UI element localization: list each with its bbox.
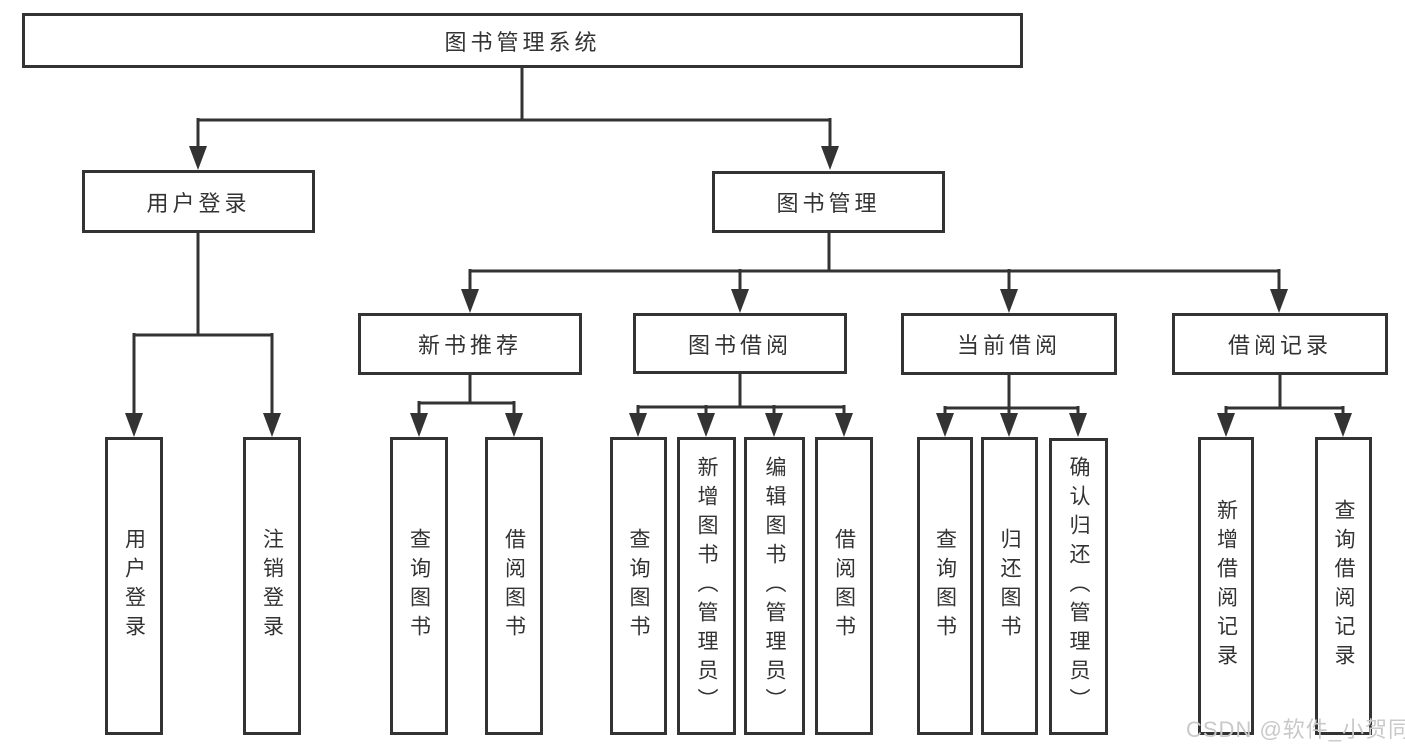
leaf-user-login: 用户登录 — [105, 437, 163, 735]
node-book-management: 图书管理 — [712, 171, 945, 233]
leaf-query-books-recommend: 查询图书 — [390, 437, 448, 735]
leaf-query-books-borrowing-label: 查询图书 — [627, 528, 650, 644]
watermark: CSDN @软件_小贺同学 — [1186, 717, 1405, 742]
leaf-borrow-books-recommend: 借阅图书 — [485, 437, 543, 735]
node-borrowing-records: 借阅记录 — [1172, 313, 1388, 375]
leaf-query-books-recommend-label: 查询图书 — [407, 528, 431, 644]
leaf-borrow-books-borrowing: 借阅图书 — [815, 437, 873, 735]
node-root: 图书管理系统 — [22, 13, 1023, 68]
leaf-query-borrow-record-label: 查询借阅记录 — [1332, 499, 1355, 673]
leaf-borrow-books-borrowing-label: 借阅图书 — [832, 528, 856, 644]
leaf-add-borrow-record: 新增借阅记录 — [1198, 437, 1254, 735]
leaf-logout-label: 注销登录 — [260, 528, 284, 644]
leaf-add-book-admin: 新增图书（管理员） — [677, 437, 736, 735]
leaf-logout: 注销登录 — [243, 437, 301, 735]
leaf-return-books-label: 归还图书 — [998, 528, 1021, 644]
node-book-borrowing: 图书借阅 — [633, 313, 847, 374]
leaf-return-books: 归还图书 — [981, 437, 1038, 735]
leaf-query-books-current-label: 查询图书 — [933, 528, 957, 644]
leaf-confirm-return-admin-label: 确认归还（管理员） — [1067, 456, 1090, 717]
leaf-confirm-return-admin: 确认归还（管理员） — [1049, 438, 1108, 735]
leaf-edit-book-admin: 编辑图书（管理员） — [744, 437, 805, 735]
leaf-query-borrow-record: 查询借阅记录 — [1315, 437, 1372, 735]
leaf-query-books-current: 查询图书 — [917, 437, 973, 735]
leaf-add-book-admin-label: 新增图书（管理员） — [695, 455, 718, 717]
leaf-edit-book-admin-label: 编辑图书（管理员） — [763, 455, 786, 717]
node-user-login: 用户登录 — [82, 170, 315, 233]
leaf-user-login-label: 用户登录 — [122, 528, 146, 644]
leaf-borrow-books-recommend-label: 借阅图书 — [502, 528, 526, 644]
leaf-query-books-borrowing: 查询图书 — [610, 437, 667, 735]
leaf-add-borrow-record-label: 新增借阅记录 — [1214, 499, 1238, 673]
node-current-borrowing: 当前借阅 — [901, 313, 1117, 375]
node-new-book-recommend: 新书推荐 — [358, 313, 582, 375]
